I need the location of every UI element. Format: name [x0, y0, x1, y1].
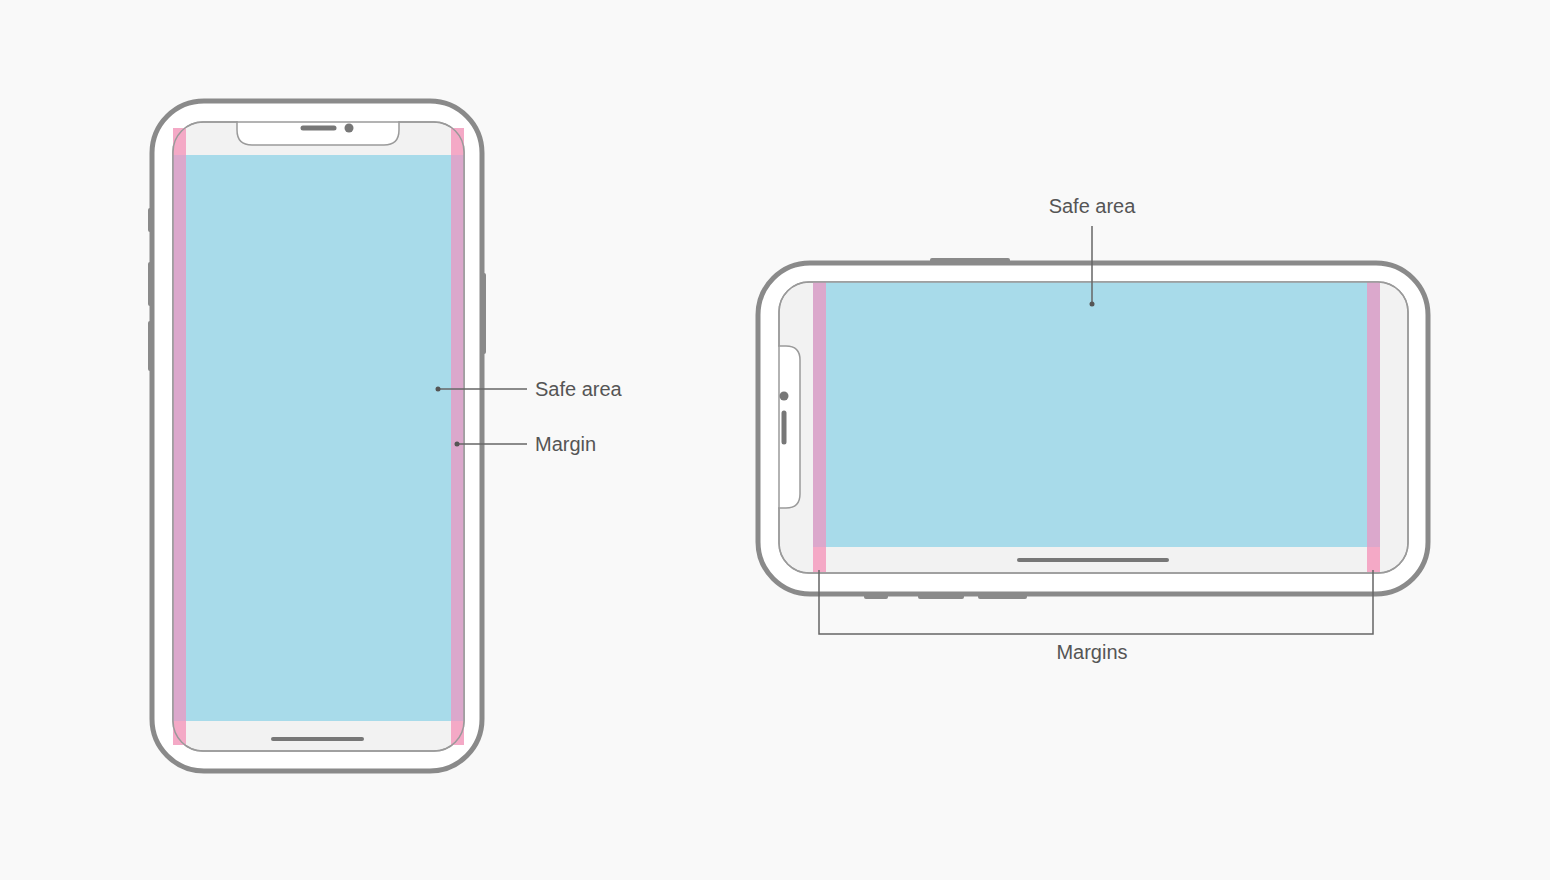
margin-label: Margin — [535, 432, 596, 456]
margins-label: Margins — [1056, 640, 1127, 664]
safe-area-label: Safe area — [535, 377, 622, 401]
safe-area-label: Safe area — [1049, 194, 1136, 218]
portrait-phone — [148, 101, 527, 771]
landscape-phone — [758, 226, 1428, 634]
